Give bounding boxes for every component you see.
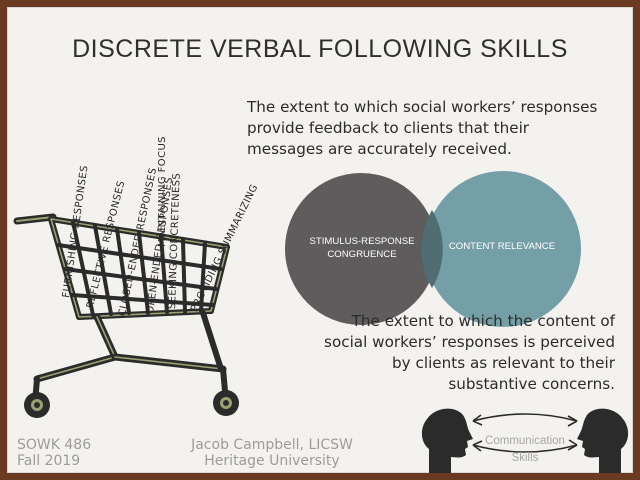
course-term: Fall 2019	[17, 453, 81, 469]
venn-overlap	[421, 210, 443, 288]
university-name: Heritage University	[204, 453, 340, 469]
venn-circle-content-relevance	[425, 171, 581, 327]
course-code: SOWK 486	[17, 437, 92, 453]
content-relevance-description: The extent to which the content of socia…	[324, 312, 615, 393]
content-relevance-label: CONTENT RELEVANCE	[448, 241, 556, 252]
left-head-icon	[421, 408, 473, 473]
stimulus-response-label-line1: STIMULUS-RESPONSE	[309, 236, 415, 247]
slide-title: DISCRETE VERBAL FOLLOWING SKILLS	[72, 35, 568, 63]
shopping-cart-icon	[13, 213, 239, 418]
venn-circle-stimulus-response	[285, 173, 437, 325]
communication-label-line2: Skills	[511, 452, 539, 464]
right-head-icon	[577, 408, 629, 473]
speaking-heads-icon	[421, 408, 629, 473]
communication-skills-label: Communication Skills	[469, 433, 581, 467]
communication-label-line1: Communication	[485, 435, 565, 447]
two-way-arrows-icon	[472, 413, 578, 453]
stimulus-response-label: STIMULUS-RESPONSE CONGRUENCE	[297, 235, 427, 261]
stimulus-response-label-line2: CONGRUENCE	[327, 249, 397, 260]
cart-item-maintaining-focus: MAINTAINING FOCUS	[157, 136, 168, 247]
stimulus-response-description: The extent to which social workers’ resp…	[247, 98, 598, 158]
author-name: Jacob Campbell, LICSW	[191, 437, 353, 453]
slide-canvas: DISCRETE VERBAL FOLLOWING SKILLS The ext…	[7, 7, 633, 473]
venn-diagram	[285, 171, 581, 327]
